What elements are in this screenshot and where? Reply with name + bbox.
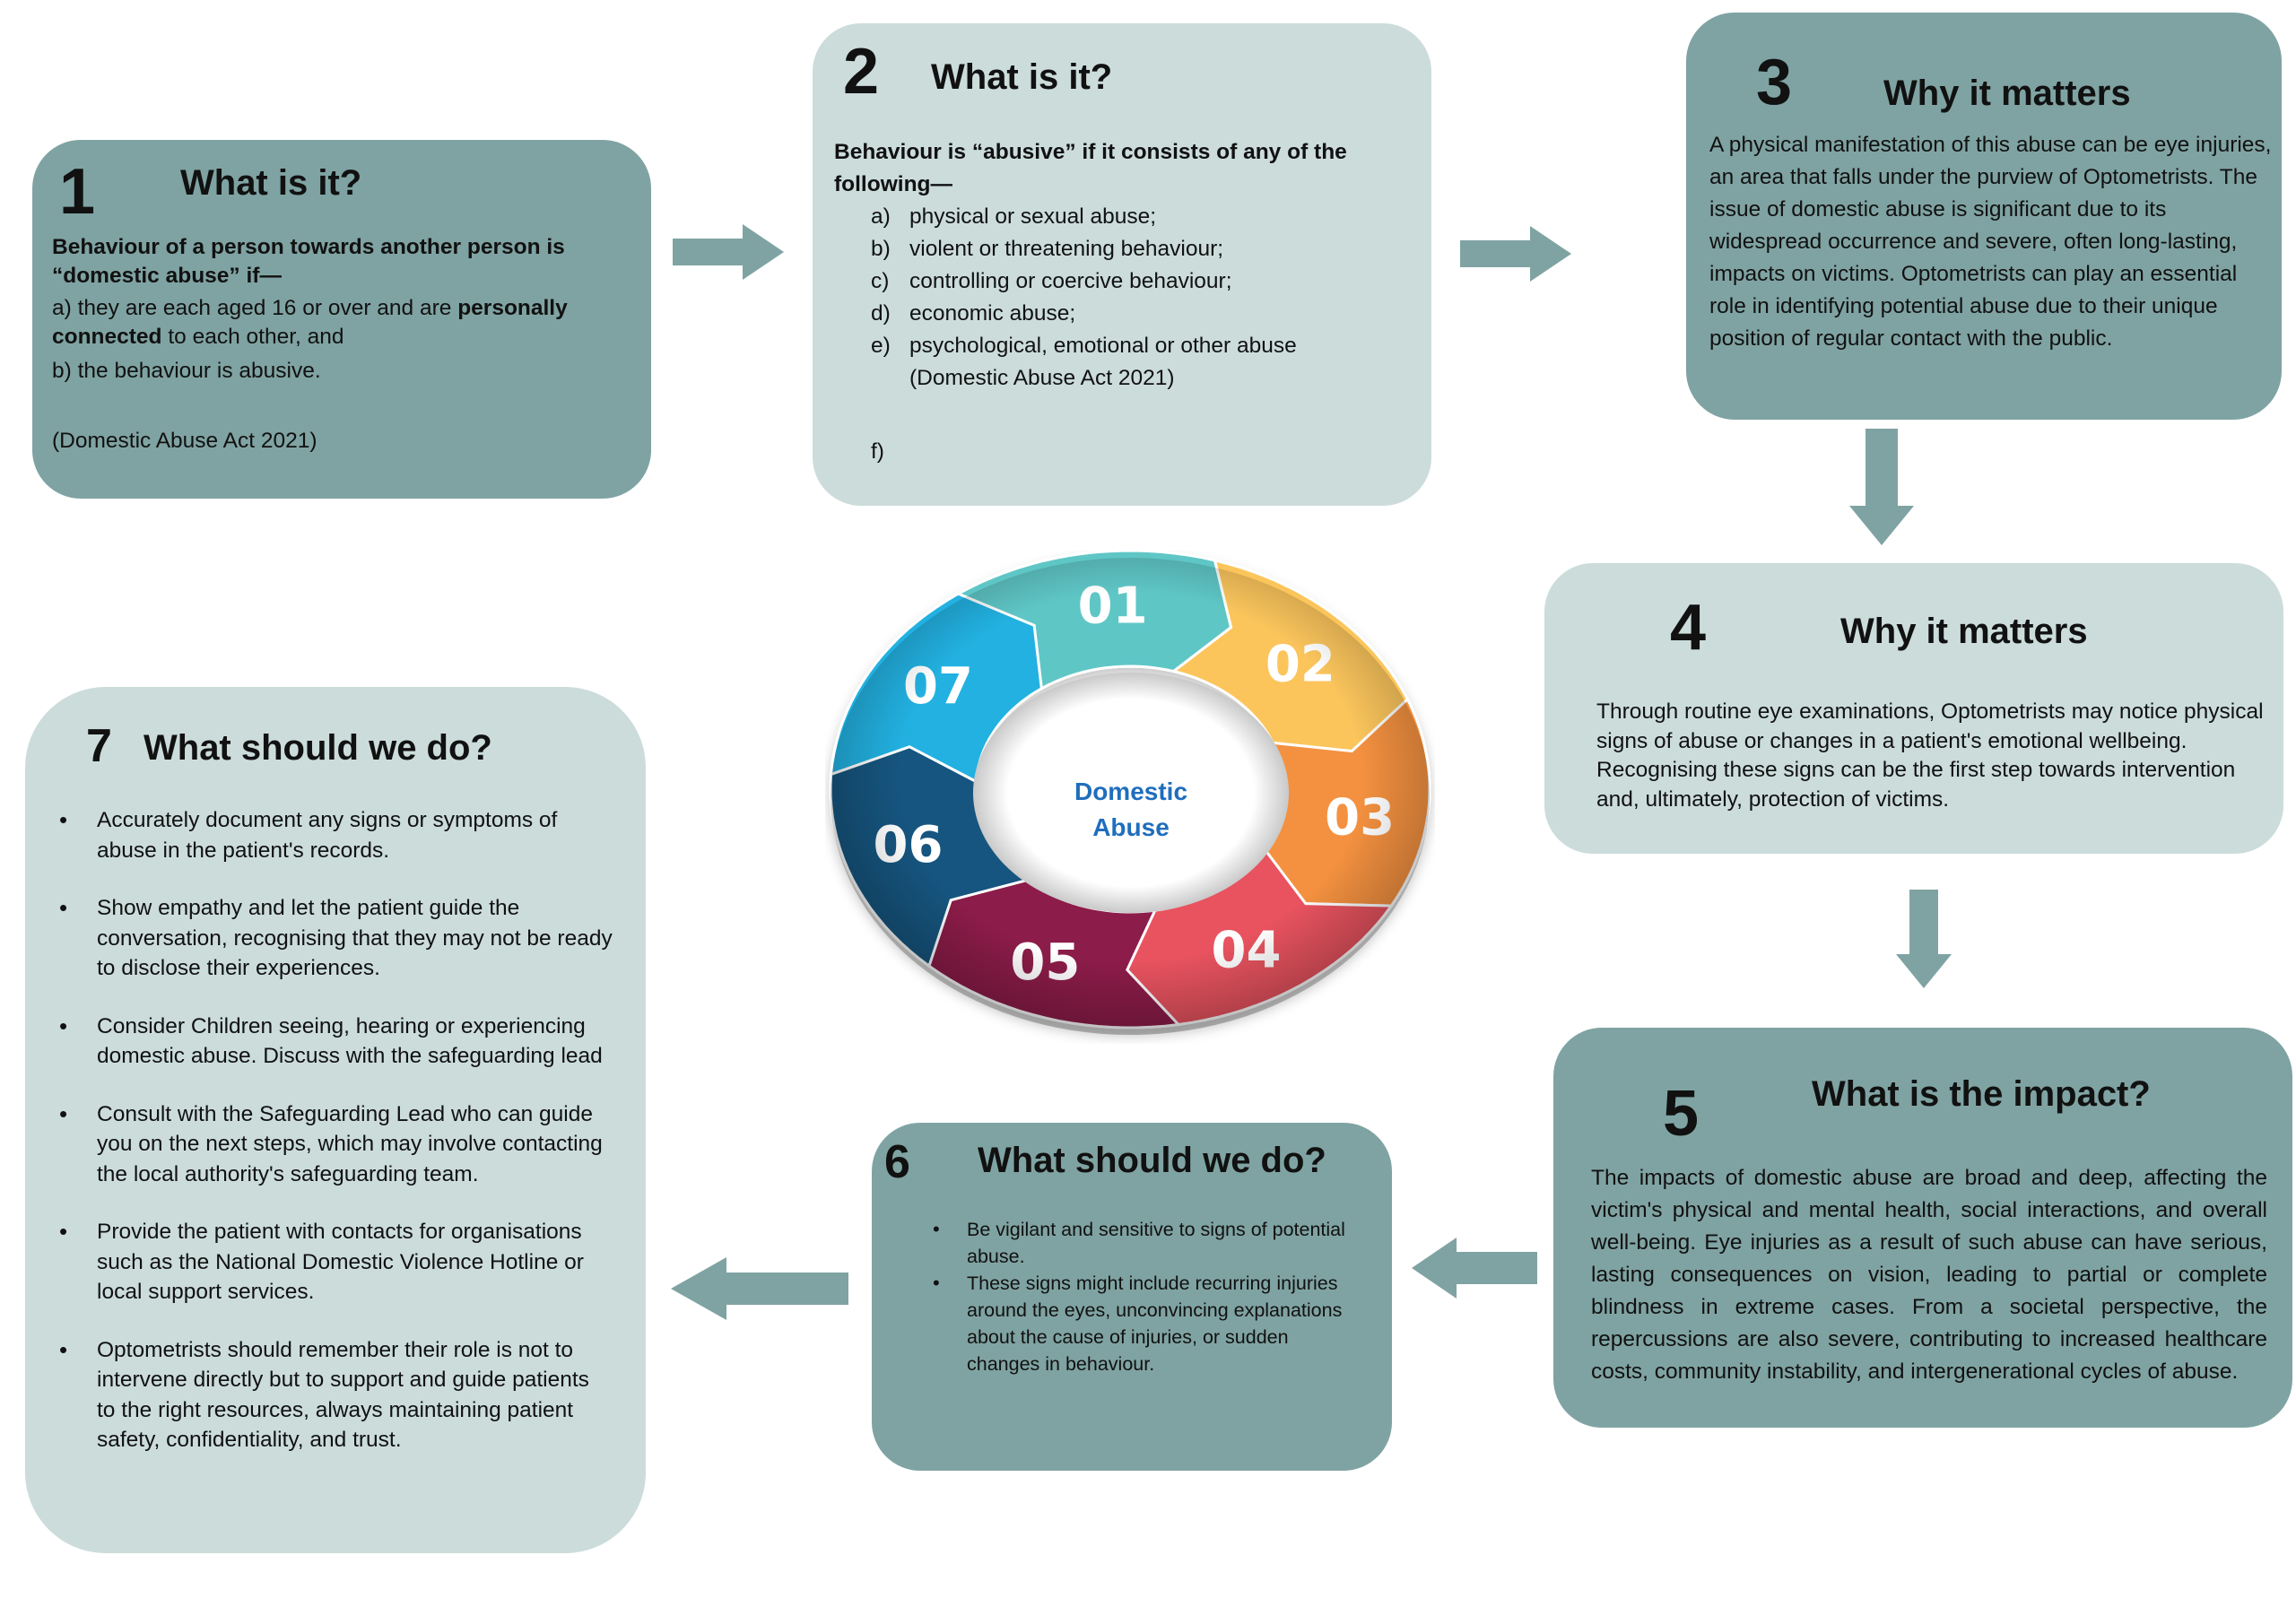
box-1-item-b: b) the behaviour is abusive. xyxy=(52,359,321,383)
arrow-right-1-to-2 xyxy=(673,224,784,280)
box-5-number: 5 xyxy=(1663,1078,1700,1150)
box-4-why-it-matters: 4 Why it matters Through routine eye exa… xyxy=(1544,563,2283,854)
box-1-title: What is it? xyxy=(180,163,362,203)
box-2-list-text: economic abuse; xyxy=(909,301,1076,326)
box-7-body: Accurately document any signs or symptom… xyxy=(25,805,613,1483)
box7-list-item: Accurately document any signs or symptom… xyxy=(25,805,613,865)
box7-list-item: Show empathy and let the patient guide t… xyxy=(25,893,613,984)
box-3-number: 3 xyxy=(1756,47,1793,118)
box-6-body: Be vigilant and sensitive to signs of po… xyxy=(927,1216,1349,1377)
box-3-title: Why it matters xyxy=(1883,74,2131,113)
box6-list-item: Be vigilant and sensitive to signs of po… xyxy=(927,1216,1349,1270)
box-6-list: Be vigilant and sensitive to signs of po… xyxy=(927,1216,1349,1377)
cycle-diagram: 01020304050607 Domestic Abuse xyxy=(829,551,1431,1035)
box-5-impact: 5 What is the impact? The impacts of dom… xyxy=(1553,1028,2292,1428)
box-6-what-should-we-do: 6 What should we do? Be vigilant and sen… xyxy=(872,1123,1392,1471)
box-3-body: A physical manifestation of this abuse c… xyxy=(1709,133,2272,351)
arrow-right-2-to-3 xyxy=(1460,226,1571,282)
box-5-title: What is the impact? xyxy=(1812,1074,2151,1114)
box-2-f-label: f) xyxy=(871,439,884,464)
box7-list-item: Optometrists should remember their role … xyxy=(25,1335,613,1455)
box-2-list-letter: b) xyxy=(871,237,891,261)
box-2-what-is-it: 2 What is it? Behaviour is “abusive” if … xyxy=(813,23,1431,506)
box-2-list-item: e) psychological, emotional or other abus… xyxy=(834,330,1408,362)
box-2-list-item: c) controlling or coercive behaviour; xyxy=(834,265,1408,298)
center-hole xyxy=(973,673,1289,913)
box-2-body: Behaviour is “abusive” if it consists of… xyxy=(834,136,1408,468)
box-4-title: Why it matters xyxy=(1840,612,2088,651)
box-2-intro: Behaviour is “abusive” if it consists of… xyxy=(834,140,1347,196)
box-2-list-text: physical or sexual abuse; xyxy=(909,204,1157,229)
box-1-number: 1 xyxy=(59,156,96,228)
box-2-list-item: d) economic abuse; xyxy=(834,298,1408,330)
box-1-item-a: a) they are each aged 16 or over and are… xyxy=(52,296,568,349)
arrow-down-3-to-4 xyxy=(1849,429,1914,545)
box-2-list-letter: c) xyxy=(871,269,890,293)
box-2-list-letter: a) xyxy=(871,204,891,229)
box7-list-item: Consult with the Safeguarding Lead who c… xyxy=(25,1099,613,1190)
box-7-list: Accurately document any signs or symptom… xyxy=(25,805,613,1455)
arrow-left-5-to-6 xyxy=(1412,1238,1537,1299)
box-3-why-it-matters: 3 Why it matters A physical manifestatio… xyxy=(1686,13,2282,420)
box-2-list-text: psychological, emotional or other abuse xyxy=(909,334,1297,358)
box-2-list-text: controlling or coercive behaviour; xyxy=(909,269,1232,293)
box-4-body: Through routine eye examinations, Optome… xyxy=(1596,699,2264,812)
box-7-title: What should we do? xyxy=(144,728,492,768)
box-2-list-letter: d) xyxy=(871,301,891,326)
box7-list-item: Provide the patient with contacts for or… xyxy=(25,1217,613,1307)
arrow-left-6-to-7 xyxy=(671,1257,848,1320)
box7-list-item: Consider Children seeing, hearing or exp… xyxy=(25,1012,613,1072)
box-1-source: (Domestic Abuse Act 2021) xyxy=(52,429,317,453)
box-2-list-item: b) violent or threatening behaviour; xyxy=(834,233,1408,265)
box-2-list-text: violent or threatening behaviour; xyxy=(909,237,1224,261)
box-2-number: 2 xyxy=(843,36,880,108)
box-4-number: 4 xyxy=(1670,592,1707,664)
center-label-line-1: Domestic xyxy=(1074,777,1187,805)
box-6-title: What should we do? xyxy=(978,1141,1326,1180)
box-2-list-letter: e) xyxy=(871,334,891,358)
box6-list-item: These signs might include recurring inju… xyxy=(927,1270,1349,1377)
box-2-list-item: a) physical or sexual abuse; xyxy=(834,201,1408,233)
box-2-source: (Domestic Abuse Act 2021) xyxy=(909,366,1175,390)
box-2-list: a) physical or sexual abuse; b) violent or … xyxy=(834,201,1408,362)
box-2-title: What is it? xyxy=(931,57,1113,97)
box-1-intro: Behaviour of a person towards another pe… xyxy=(52,235,565,288)
box-1-body: Behaviour of a person towards another pe… xyxy=(52,233,626,456)
box-7-number: 7 xyxy=(86,720,112,772)
box-6-number: 6 xyxy=(884,1136,910,1188)
arrow-down-4-to-5 xyxy=(1896,890,1952,988)
box-1-what-is-it: 1 What is it? Behaviour of a person towa… xyxy=(32,140,651,499)
box-5-body: The impacts of domestic abuse are broad … xyxy=(1591,1166,2267,1384)
center-label-line-2: Abuse xyxy=(1092,813,1170,841)
box-7-what-should-we-do: 7 What should we do? Accurately document… xyxy=(25,687,646,1553)
